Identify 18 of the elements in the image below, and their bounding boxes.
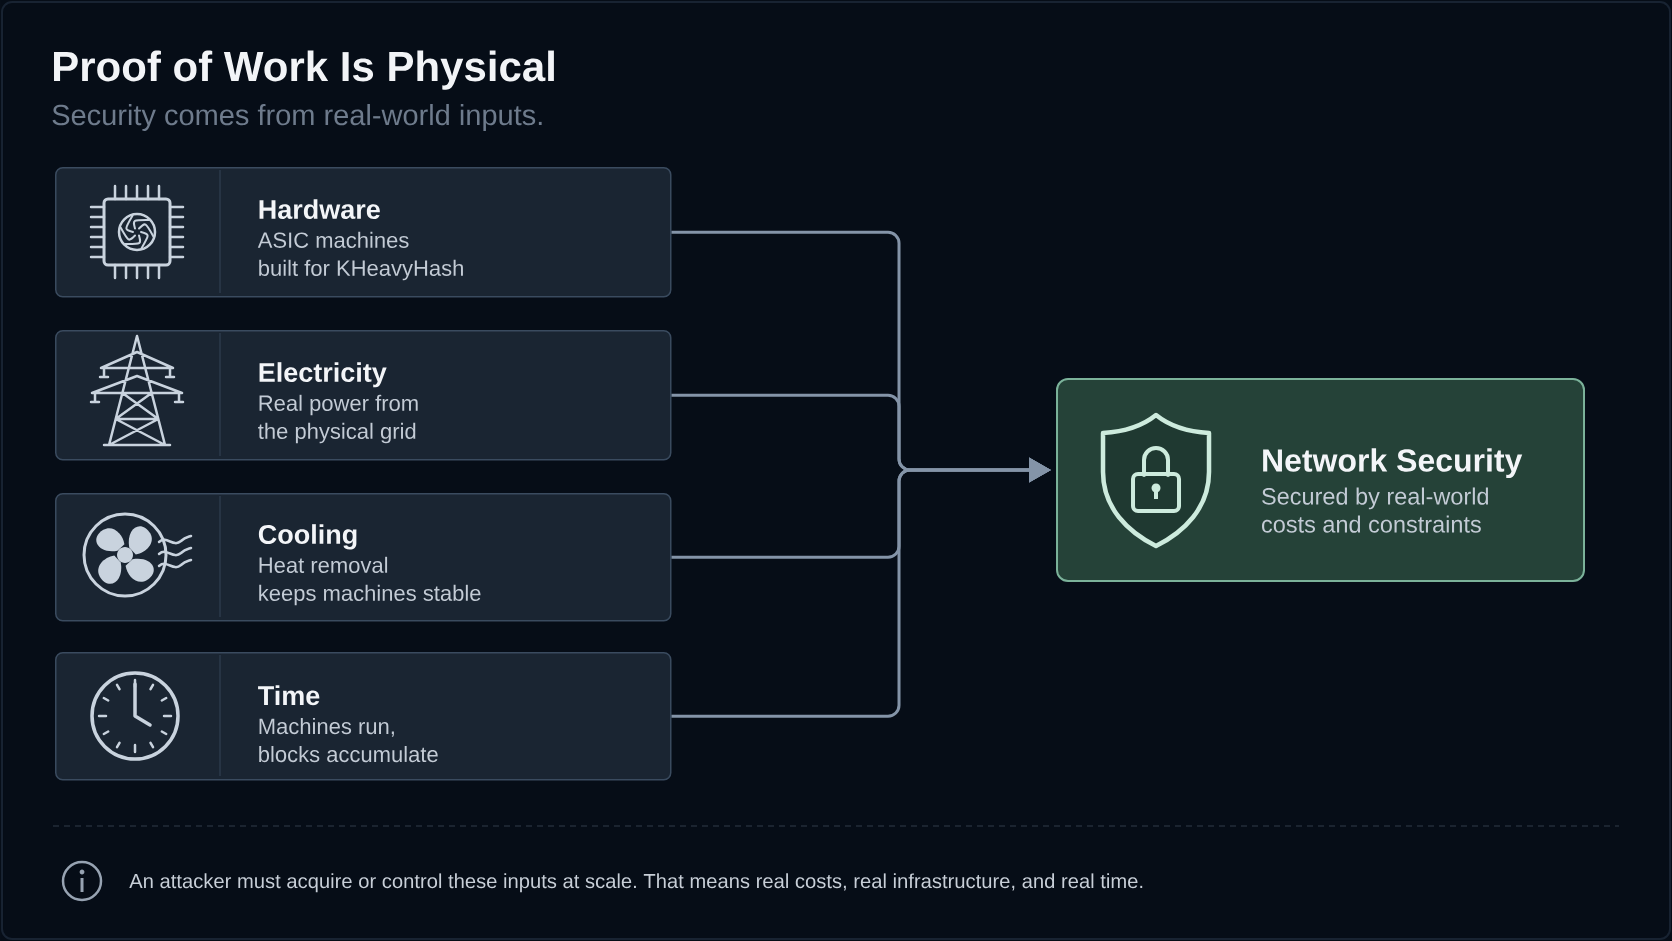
card-text: Real power from the physical grid [258, 394, 418, 444]
card-heading: Electricity [259, 362, 387, 388]
card-heading: Time [258, 685, 320, 706]
title: Proof of Work Is Physical [54, 50, 554, 90]
card-text: Secured by real-world costs and constraints [1262, 487, 1488, 533]
subtitle: Security comes from real-world inputs. [52, 104, 542, 131]
result-card [1056, 378, 1585, 582]
input-card [55, 493, 672, 622]
card-text: Heat removal keeps machines stable [259, 556, 481, 606]
card-text: ASIC machines built for KHeavyHash [257, 231, 463, 281]
card-text: Machines run, blocks accumulate [259, 717, 438, 763]
footnote-text: An attacker must acquire or control these inputs at scale. That means real costs, real infrastructure, and real time. [129, 873, 1143, 893]
input-card [55, 652, 672, 781]
card-heading: Cooling [258, 524, 357, 550]
card-heading: Hardware [259, 199, 380, 219]
input-card [55, 167, 672, 298]
input-card [55, 330, 672, 461]
card-heading: Network Security [1263, 448, 1523, 479]
